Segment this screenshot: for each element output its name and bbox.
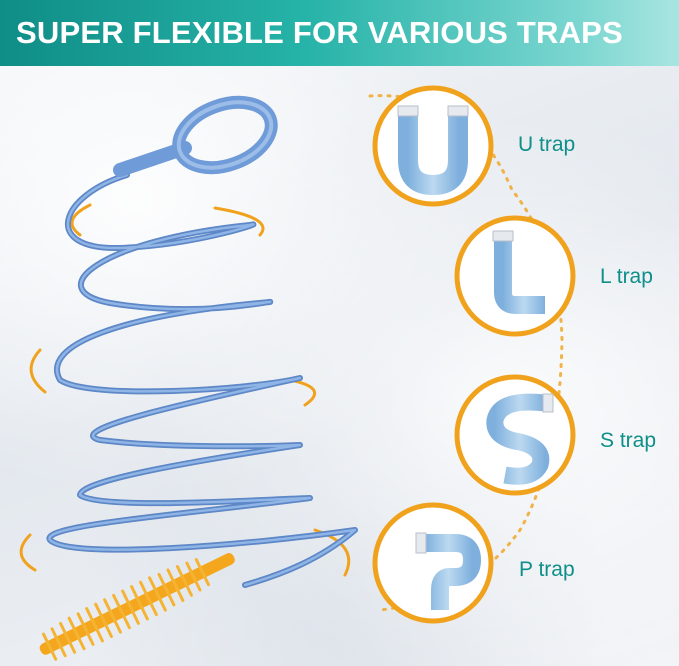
trap-label-p: P trap [519,558,575,581]
s-trap-circle [454,374,576,496]
p-trap-pipe-icon [415,532,482,610]
trap-label-u: U trap [518,133,576,156]
drain-snake-tool [46,95,358,588]
p-trap-circle [372,502,494,624]
s-trap-pipe-icon [486,393,554,485]
orange-brush-head [39,553,235,661]
u-trap-pipe-icon [397,105,469,196]
l-trap-pipe-icon [492,230,545,314]
u-trap-circle [372,85,494,207]
product-illustration [19,85,576,661]
dotted-arc-decoration [368,94,564,612]
l-trap-circle [454,215,576,337]
trap-label-s: S trap [600,429,657,452]
page-title: SUPER FLEXIBLE FOR VARIOUS TRAPS [16,15,623,50]
header-banner: SUPER FLEXIBLE FOR VARIOUS TRAPS [0,0,679,66]
trap-label-l: L trap [600,265,653,288]
